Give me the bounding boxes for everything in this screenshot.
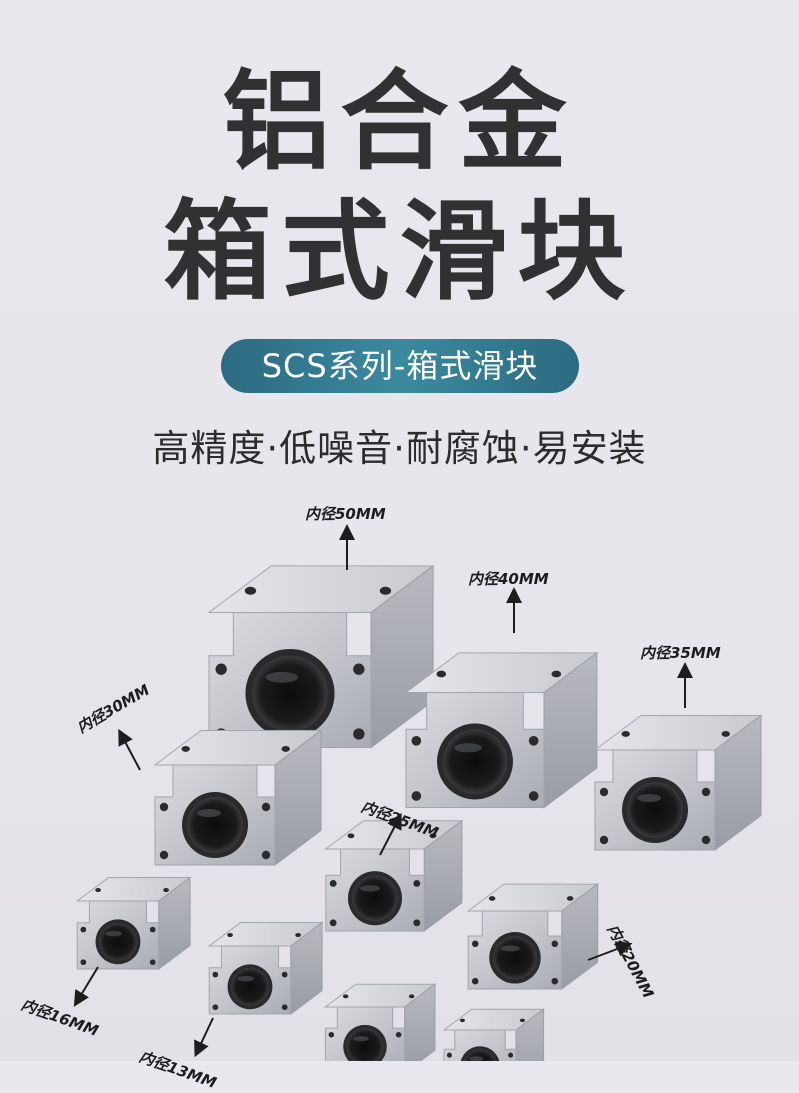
arrow-20mm [587, 941, 633, 961]
arrow-16mm [73, 966, 99, 1007]
size-label-40mm: 内径40MM [468, 570, 549, 588]
bearing-block-12mm [323, 983, 437, 1061]
page-title-line-1: 铝合金 [222, 60, 577, 185]
bearing-block-25mm [324, 819, 464, 933]
bearing-block-50mm [207, 564, 435, 749]
bearing-block-40mm [404, 651, 599, 809]
size-label-50mm: 内径50MM [305, 505, 386, 523]
arrow-25mm [379, 812, 402, 856]
bearing-block-20mm [466, 883, 600, 990]
feature-tagline: 高精度·低噪音·耐腐蚀·易安装 [152, 427, 647, 470]
bearing-block-13mm [207, 921, 324, 1016]
size-label-35mm: 内径35MM [640, 644, 721, 662]
product-photo: 内径50MM 内径40MM 内径35MM 内径30MM 内径25MM 内径20M… [0, 470, 799, 1092]
arrow-30mm [118, 728, 141, 771]
bearing-block-10mm [442, 1008, 546, 1061]
linear-bearing-blocks-illustration [73, 524, 763, 1061]
page-title-line-2: 箱式滑块 [163, 190, 636, 315]
arrow-13mm [194, 1017, 214, 1058]
series-badge: SCS系列-箱式滑块 [221, 339, 579, 393]
bearing-block-30mm [153, 729, 323, 866]
bearing-block-16mm [75, 876, 192, 970]
bearing-block-35mm [593, 714, 763, 851]
